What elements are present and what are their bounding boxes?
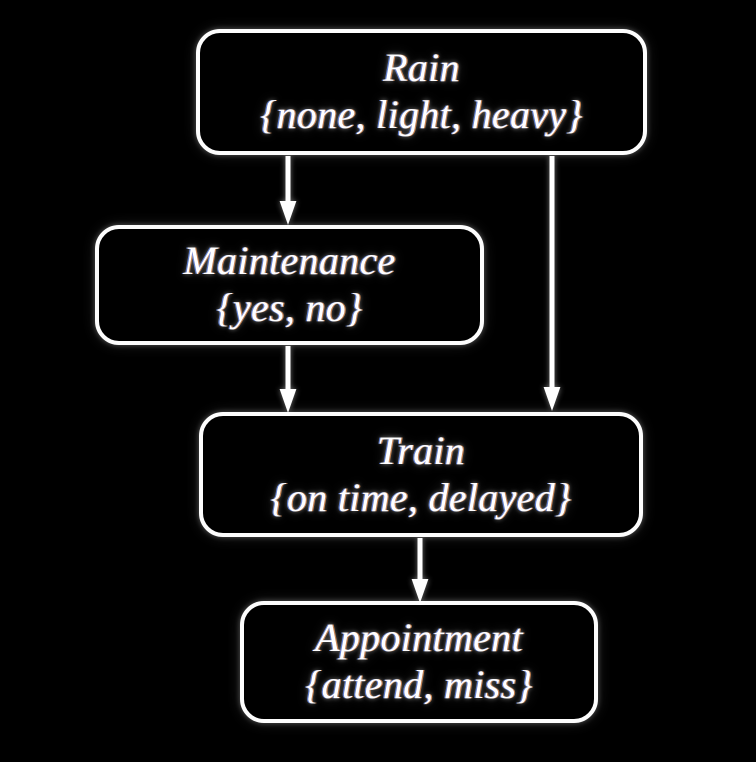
- node-appointment-label: Appointment: [315, 615, 523, 661]
- edge-rain-to-maintenance-arrow-icon: [271, 156, 305, 226]
- node-appointment-states: {attend, miss}: [305, 662, 533, 707]
- node-train-states: {on time, delayed}: [270, 474, 572, 520]
- edge-rain-to-train-arrow-icon: [535, 156, 569, 412]
- node-rain[interactable]: Rain {none, light, heavy}: [196, 29, 647, 155]
- node-rain-states: {none, light, heavy}: [260, 92, 583, 137]
- edge-maintenance-to-train-arrow-icon: [271, 346, 305, 414]
- node-appointment[interactable]: Appointment {attend, miss}: [240, 601, 598, 723]
- node-train-label: Train: [376, 427, 466, 473]
- node-maintenance-label: Maintenance: [183, 238, 396, 284]
- node-rain-label: Rain: [383, 45, 460, 91]
- node-train[interactable]: Train {on time, delayed}: [199, 412, 643, 537]
- node-maintenance[interactable]: Maintenance {yes, no}: [95, 225, 484, 345]
- edge-train-to-appointment-arrow-icon: [403, 538, 437, 604]
- node-maintenance-states: {yes, no}: [216, 285, 363, 330]
